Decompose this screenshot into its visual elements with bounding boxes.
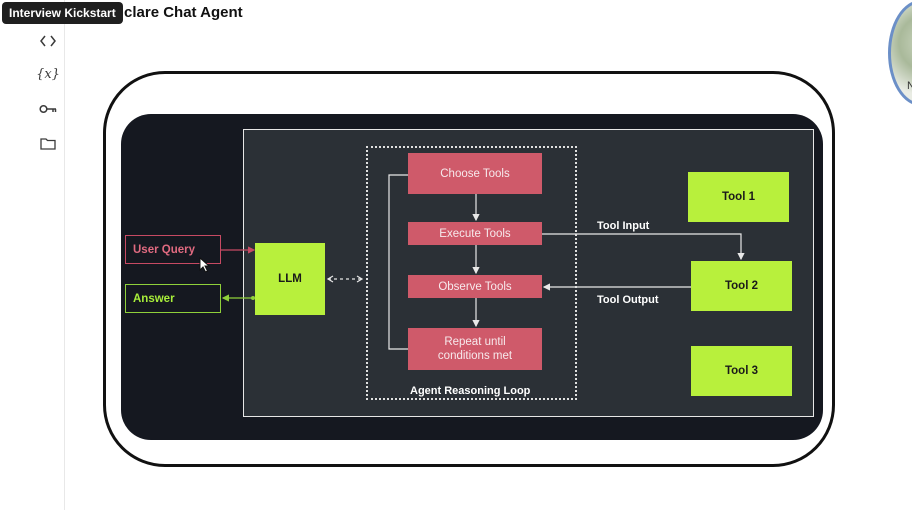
execute-tools-label: Execute Tools [439, 227, 511, 240]
tool-3-label: Tool 3 [724, 365, 758, 377]
execute-tools-box: Execute Tools [408, 222, 542, 245]
choose-tools-box: Choose Tools [408, 153, 542, 194]
observe-tools-label: Observe Tools [438, 280, 512, 293]
mouse-cursor-icon [199, 257, 211, 273]
user-query-box: User Query [125, 235, 221, 264]
key-icon[interactable] [36, 98, 60, 120]
loop-label: Agent Reasoning Loop [410, 385, 531, 397]
llm-label: LLM [278, 273, 302, 285]
avatar-initial: N [907, 80, 912, 92]
repeat-label-line1: Repeat until [444, 336, 506, 348]
choose-tools-label: Choose Tools [440, 167, 510, 180]
variables-icon[interactable]: {x} [36, 63, 60, 85]
tool-input-label: Tool Input [597, 220, 650, 232]
llm-box: LLM [255, 243, 325, 315]
answer-label: Answer [133, 292, 175, 305]
page-title: clare Chat Agent [124, 4, 243, 21]
tool-1-box: Tool 1 [688, 172, 789, 222]
agent-reasoning-loop-box [366, 146, 577, 400]
tooltip: Interview Kickstart [2, 2, 123, 24]
left-rail [0, 0, 65, 510]
observe-tools-box: Observe Tools [408, 275, 542, 298]
tool-2-box: Tool 2 [691, 261, 792, 311]
code-icon[interactable] [36, 30, 60, 52]
folder-icon[interactable] [36, 132, 60, 154]
user-query-label: User Query [133, 243, 196, 256]
tool-2-label: Tool 2 [724, 280, 758, 292]
tool-1-label: Tool 1 [721, 191, 755, 203]
variables-icon-glyph: {x} [36, 66, 60, 82]
tool-3-box: Tool 3 [691, 346, 792, 396]
repeat-label-line2: conditions met [437, 350, 513, 362]
answer-box: Answer [125, 284, 221, 313]
tool-output-label: Tool Output [597, 294, 659, 306]
repeat-box: Repeat until conditions met [408, 328, 542, 370]
